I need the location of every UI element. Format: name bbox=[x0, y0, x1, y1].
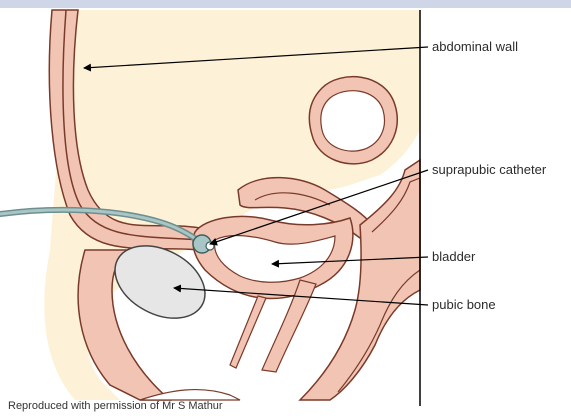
image-credit: Reproduced with permission of Mr S Mathu… bbox=[8, 399, 223, 413]
bowel-loop-inner bbox=[321, 91, 385, 151]
bladder-label: bladder bbox=[432, 249, 475, 264]
top-band bbox=[0, 0, 571, 8]
abdominal-wall-label: abdominal wall bbox=[432, 39, 518, 54]
urethra bbox=[230, 296, 266, 368]
pubic-bone-label: pubic bone bbox=[432, 297, 496, 312]
suprapubic-catheter-label: suprapubic catheter bbox=[432, 162, 546, 177]
